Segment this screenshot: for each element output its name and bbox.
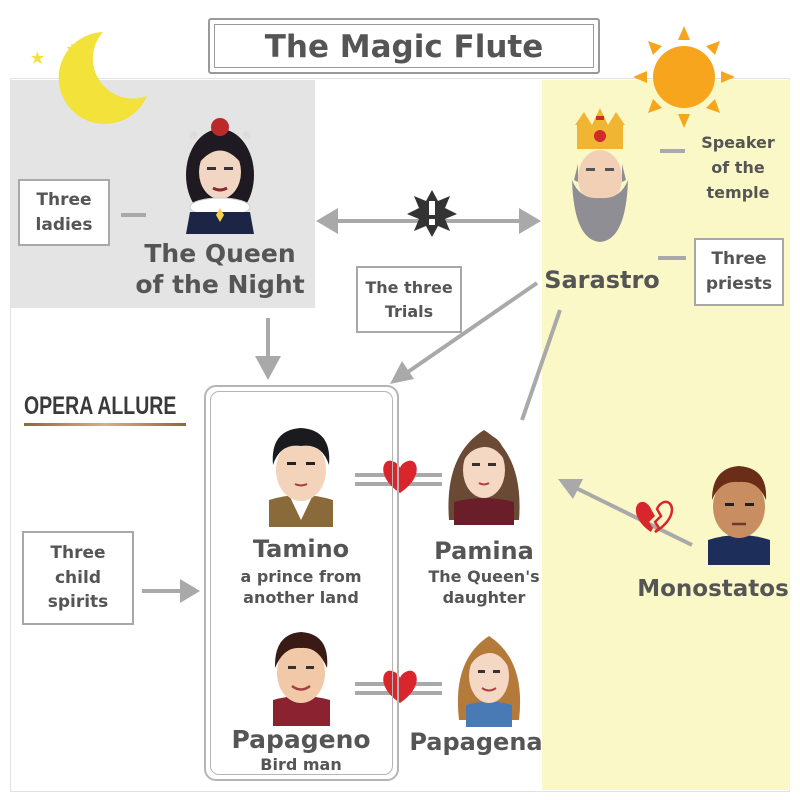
- papageno-desc: Bird man: [260, 755, 342, 774]
- tamino-name: Tamino: [252, 535, 350, 563]
- sarastro-portrait: [572, 108, 628, 242]
- heroes-group-box: [204, 385, 399, 781]
- star-icon: [31, 51, 44, 64]
- broken-heart-icon: [635, 500, 674, 534]
- arrow-monostatos-pamina: [573, 485, 693, 547]
- title-inner-border: [214, 24, 594, 68]
- queen-name: The Queen of the Night: [135, 239, 305, 300]
- sun-icon: [633, 26, 735, 128]
- arrowhead-spirits: [180, 579, 200, 603]
- queen-portrait: [186, 118, 254, 234]
- arrow-sarastro-trials: [403, 281, 539, 376]
- three-trials-box: The three Trials: [356, 266, 462, 333]
- pamina-name: Pamina: [434, 537, 534, 565]
- brand-underline: [24, 423, 186, 426]
- three-ladies-box: Three ladies: [18, 179, 110, 246]
- arrowhead-left: [316, 208, 338, 234]
- monostatos-portrait: [708, 466, 770, 565]
- heart-icon: [383, 460, 417, 493]
- arrowhead-trials: [390, 361, 414, 384]
- papageno-portrait: [273, 632, 330, 726]
- pamina-portrait: [448, 430, 520, 525]
- arrowhead-monostatos: [558, 479, 583, 499]
- conflict-icon: [407, 190, 457, 237]
- speaker-label: Speaker of the temple: [701, 133, 775, 202]
- papagena-portrait: [457, 636, 521, 727]
- sarastro-name: Sarastro: [544, 266, 660, 294]
- star-icon: [66, 43, 78, 53]
- three-priests-box: Three priests: [694, 238, 784, 306]
- monostatos-name: Monostatos: [637, 576, 789, 602]
- papagena-name: Papagena: [409, 728, 543, 756]
- line-pamina-sarastro: [520, 309, 562, 421]
- arrowhead-down: [255, 356, 281, 380]
- tamino-portrait: [269, 428, 333, 527]
- moon-icon: [58, 32, 147, 124]
- brand-logo: OPERA ALLURE: [24, 392, 177, 420]
- tamino-desc: a prince from another land: [240, 567, 362, 607]
- heart-icon: [383, 670, 417, 703]
- pamina-desc: The Queen's daughter: [428, 567, 540, 607]
- title-box: The Magic Flute: [208, 18, 600, 74]
- three-child-spirits-box: Three child spirits: [22, 531, 134, 625]
- star-icon: [61, 68, 75, 81]
- page-title: The Magic Flute: [264, 29, 544, 65]
- heroes-group-inner: [210, 391, 393, 775]
- papageno-name: Papageno: [231, 725, 371, 754]
- arrowhead-right: [519, 208, 541, 234]
